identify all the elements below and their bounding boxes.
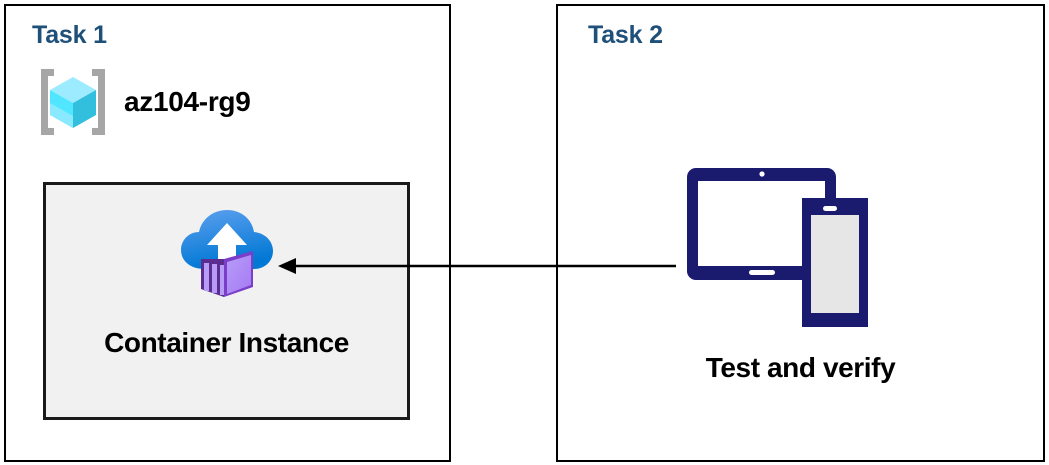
azure-resource-group-icon [34,63,112,141]
container-instance-label: Container Instance [104,327,349,358]
panel-title-task-2: Task 2 [588,21,663,49]
container-instance-card: Container Instance [43,182,410,420]
test-and-verify-label: Test and verify [705,352,896,383]
resource-group-row: az104-rg9 [34,63,251,141]
panel-task-1: Task 1 az104-rg9 [4,4,451,462]
panel-title-task-1: Task 1 [32,21,107,49]
resource-group-label: az104-rg9 [124,86,251,117]
